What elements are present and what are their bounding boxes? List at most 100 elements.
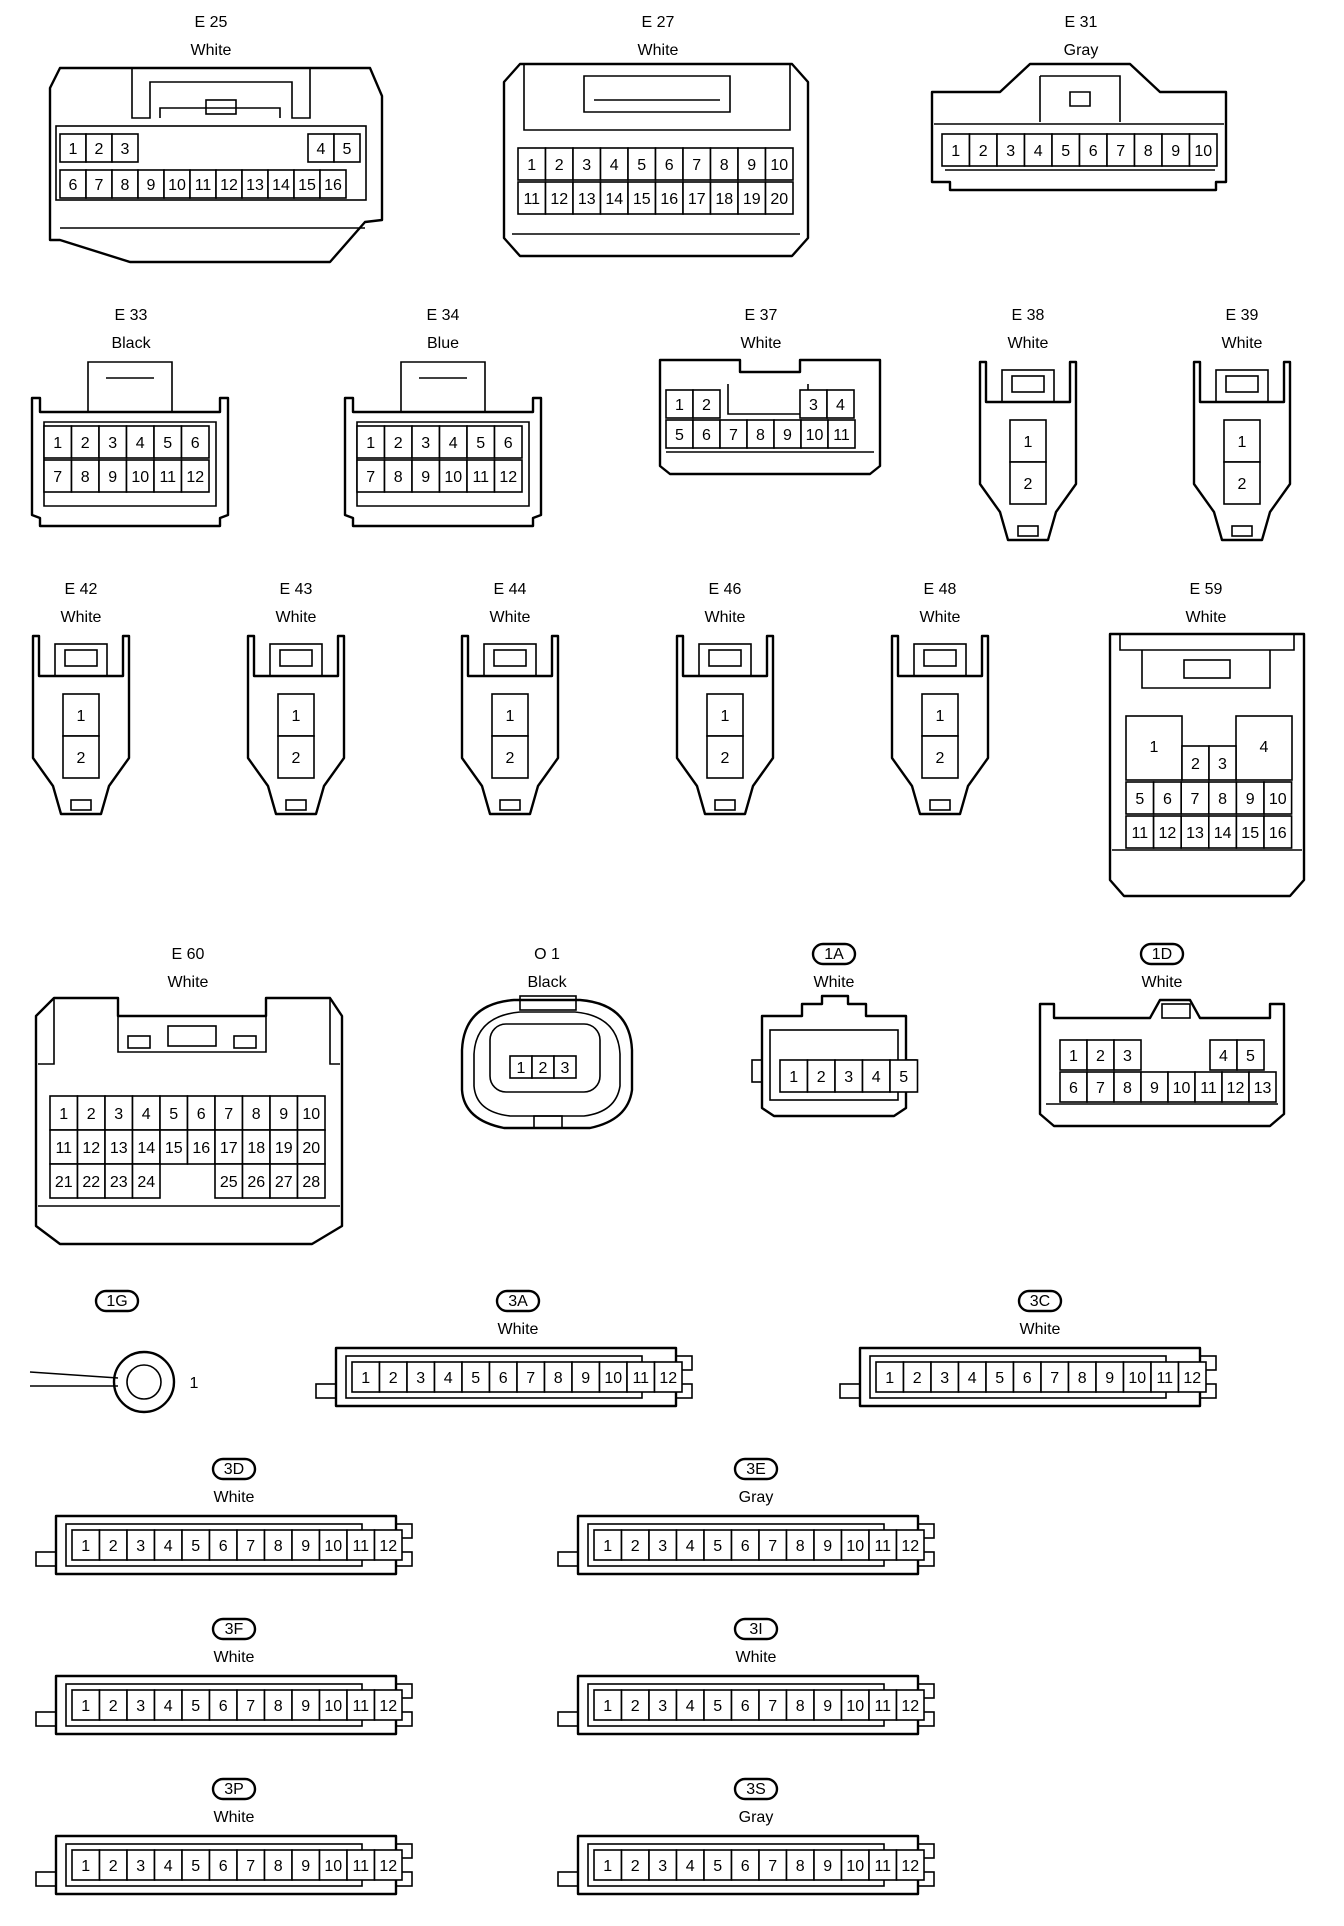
pin-cell [493,459,523,493]
pin-cell [730,1849,760,1881]
ring-terminal [112,1350,176,1414]
pin-cell [921,735,959,779]
pin-number: 28 [302,1174,320,1191]
pin-number: 2 [394,435,403,452]
connector-color: Gray [1064,42,1099,59]
housing-outline [35,1871,57,1887]
pin-cell [1023,133,1053,167]
housing-outline [1231,525,1253,537]
pin-number: 11 [159,469,176,486]
pin-cell [293,169,321,199]
pin-cell [186,1129,216,1165]
pin-cell [277,735,315,779]
pin-cell [1009,461,1047,505]
pin-cell [653,1361,683,1393]
connector-color: White [168,974,209,991]
pin-number: 2 [721,750,730,767]
pin-number: 5 [169,1106,178,1123]
pin-number: 17 [688,191,706,208]
pin-cell [868,1849,898,1881]
pin-cell [236,1529,266,1561]
pin-number: 12 [901,1858,919,1875]
housing-outline [87,361,173,412]
housing-outline [1069,91,1091,107]
pin-cell [1208,781,1238,815]
pin-number: 5 [713,1858,722,1875]
pin-number: 2 [913,1370,922,1387]
connector-color: White [1186,609,1227,626]
pin-cell [1188,133,1218,167]
pin-cell [70,425,100,459]
pin-number: 5 [713,1538,722,1555]
pin-cell [208,1529,238,1561]
pin-cell [373,1849,403,1881]
connector-color: White [490,609,531,626]
pin-number: 16 [660,191,678,208]
pin-cell [648,1529,678,1561]
pin-cell [1263,781,1293,815]
pin-number: 1 [675,397,684,414]
pin-cell [709,181,739,215]
housing-outline [246,634,346,816]
connector-color: White [920,609,961,626]
pin-cell [543,1361,573,1393]
pin-number: 13 [1186,825,1204,842]
connector-code: E 33 [115,307,148,324]
connector-code: E 42 [65,581,98,598]
pin-number: 6 [191,435,200,452]
pin-number: 14 [137,1140,155,1157]
pin-cell [59,133,87,163]
pin-number: 2 [1024,476,1033,493]
pin-number: 10 [604,1370,622,1387]
pin-cell [1235,815,1265,849]
pin-number: 2 [1096,1048,1105,1065]
pin-cell [706,693,744,737]
pin-cell [827,419,856,449]
pin-number: 3 [658,1858,667,1875]
pin-number: 10 [1173,1080,1191,1097]
pin-number: 11 [874,1538,891,1555]
connector-code: 1G [106,1293,127,1310]
connector-code: E 46 [709,581,742,598]
pin-number: 2 [555,157,564,174]
housing-outline [839,1383,861,1399]
pin-number: 9 [421,469,430,486]
pin-number: 4 [1034,143,1043,160]
pin-cell [1194,1071,1223,1103]
connector-code-badge [211,1457,257,1481]
pin-number: 5 [675,427,684,444]
pin-cell [333,133,361,163]
pin-number: 3 [658,1698,667,1715]
pin-number: 12 [659,1370,677,1387]
pin-number: 7 [768,1858,777,1875]
pin-cell [62,735,100,779]
connector-code-badge [1139,942,1185,966]
pin-number: 8 [252,1106,261,1123]
pin-cell [737,181,767,215]
pin-number: 5 [343,141,352,158]
pin-cell [373,1529,403,1561]
pin-number: 6 [741,1858,750,1875]
pin-cell [682,181,712,215]
pin-number: 7 [1096,1080,1105,1097]
housing-outline [890,634,990,816]
housing-outline [269,643,323,677]
housing-outline [583,75,731,113]
pin-cell [76,1163,106,1199]
pin-cell [1078,133,1108,167]
housing-outline [460,998,634,1130]
pin-number: 2 [292,750,301,767]
pin-number: 10 [168,177,186,194]
connector-code: E 27 [642,14,675,31]
pin-cell [98,1689,128,1721]
pin-number: 18 [715,191,733,208]
pin-cell [1248,1071,1277,1103]
housing-outline [205,99,237,115]
pin-number: 1 [527,157,536,174]
pin-cell [834,1059,864,1093]
pin-cell [1167,1071,1196,1103]
connector-code: E 31 [1065,14,1098,31]
